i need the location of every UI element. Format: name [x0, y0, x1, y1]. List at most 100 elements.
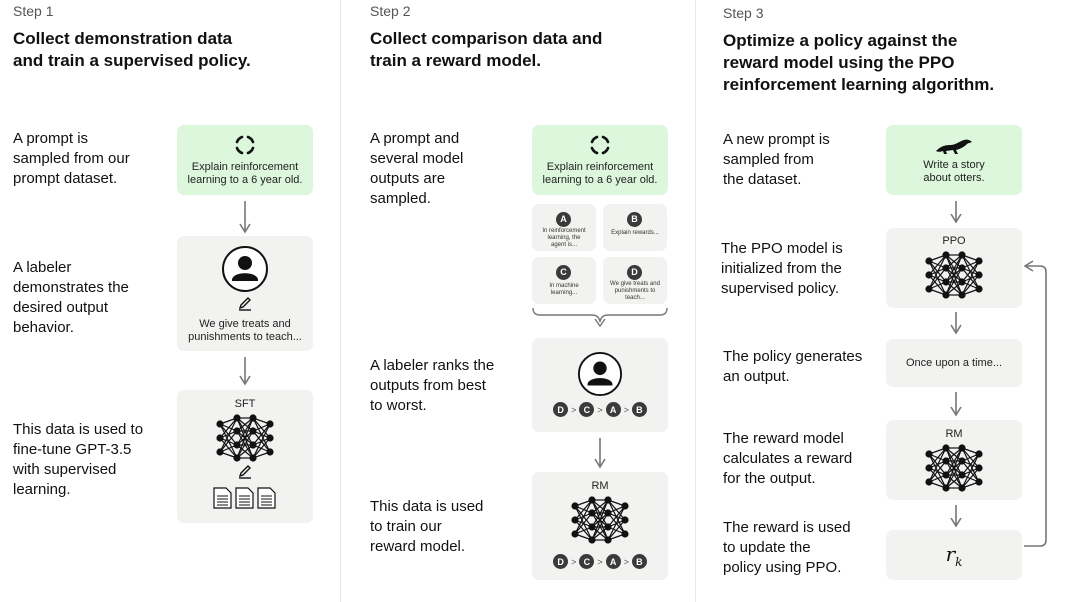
description: A prompt is sampled from our prompt data… — [13, 129, 130, 189]
down-arrow-icon — [593, 438, 607, 470]
desc-line: to worst. — [370, 397, 427, 414]
desc-line: several model — [370, 150, 464, 167]
desc-line: learning. — [13, 481, 71, 498]
desc-line: calculates a reward — [723, 450, 853, 467]
desc-line: supervised policy. — [721, 280, 840, 297]
step-title: Optimize a policy against the reward mod… — [723, 30, 994, 96]
down-arrow-icon — [949, 201, 963, 225]
text-line: Explain reinforcement — [546, 161, 654, 173]
prompt-box: Write a story about otters. — [886, 125, 1022, 195]
title-line: and train a supervised policy. — [13, 51, 251, 70]
step-label: Step 2 — [370, 3, 411, 19]
text-line: punishments to teach... — [188, 331, 302, 343]
description: The reward is used to update the policy … — [723, 518, 851, 578]
documents-icon — [213, 487, 277, 509]
title-line: reinforcement learning algorithm. — [723, 75, 995, 94]
description: The policy generates an output. — [723, 347, 862, 387]
text-line: learning to a 6 year old. — [187, 174, 303, 186]
title-line: reward model using the PPO — [723, 53, 955, 72]
neural-network-icon — [570, 494, 630, 546]
desc-line: A labeler ranks the — [370, 357, 495, 374]
prompt-box: Explain reinforcement learning to a 6 ye… — [532, 125, 668, 195]
desc-line: for the output. — [723, 470, 816, 487]
ranking-row: D> C> A> B — [532, 554, 668, 569]
desc-line: desired output — [13, 299, 109, 316]
description: This data is used to train our reward mo… — [370, 497, 483, 557]
desc-line: policy using PPO. — [723, 559, 842, 576]
neural-network-icon — [924, 442, 984, 494]
user-icon — [221, 245, 269, 293]
desc-line: sampled. — [370, 190, 431, 207]
refresh-icon — [233, 133, 257, 157]
ppo-model-box: PPO — [886, 228, 1022, 308]
description: A prompt and several model outputs are s… — [370, 129, 463, 209]
reward-symbol: rk — [886, 542, 1022, 569]
neural-network-icon — [215, 412, 275, 464]
desc-line: The reward model — [723, 430, 844, 447]
text-line: Write a story — [923, 159, 985, 171]
model-label: SFT — [234, 398, 256, 410]
output-card-b: B Explain rewards... — [603, 204, 667, 251]
desc-line: This data is used — [370, 498, 484, 515]
desc-line: The PPO model is — [721, 240, 843, 257]
output-text: Explain rewards... — [611, 230, 659, 236]
desc-line: fine-tune GPT-3.5 — [13, 441, 132, 458]
desc-line: A prompt and — [370, 130, 460, 147]
description: A labeler demonstrates the desired outpu… — [13, 258, 129, 338]
rank-badge: D — [553, 554, 569, 569]
desc-line: outputs are — [370, 170, 446, 187]
model-label: RM — [591, 480, 609, 492]
desc-line: The reward is used — [723, 519, 851, 536]
ranking-box: D> C> A> B — [532, 338, 668, 432]
badge-d: D — [627, 262, 642, 280]
badge-b: B — [627, 209, 642, 227]
desc-line: A new prompt is — [723, 131, 830, 148]
pencil-icon — [238, 297, 252, 311]
text-line: Explain reinforcement — [191, 161, 299, 173]
feedback-loop-arrow-icon — [1022, 258, 1052, 550]
desc-line: to update the — [723, 539, 811, 556]
model-label: RM — [945, 428, 963, 440]
reward-subscript: k — [955, 555, 963, 569]
desc-line: the dataset. — [723, 171, 802, 188]
sft-model-box: SFT — [177, 390, 313, 523]
down-arrow-icon — [238, 201, 252, 235]
step-title: Collect demonstration data and train a s… — [13, 28, 251, 72]
title-line: Collect comparison data and — [370, 29, 603, 48]
rank-badge: D — [553, 402, 569, 417]
rank-badge: C — [579, 402, 595, 417]
rank-badge: A — [605, 554, 621, 569]
prompt-text: Explain reinforcement learning to a 6 ye… — [177, 161, 313, 187]
title-line: Collect demonstration data — [13, 29, 233, 48]
column-divider — [695, 0, 696, 602]
desc-line: initialized from the — [721, 260, 842, 277]
reward-letter: r — [945, 542, 956, 566]
reward-box: rk — [886, 530, 1022, 580]
desc-line: A prompt is — [13, 130, 89, 147]
down-arrow-icon — [949, 505, 963, 529]
desc-line: The policy generates — [723, 348, 863, 365]
ranking-row: D> C> A> B — [532, 402, 668, 417]
demonstration-box: We give treats and punishments to teach.… — [177, 236, 313, 351]
prompt-box: Explain reinforcement learning to a 6 ye… — [177, 125, 313, 195]
desc-line: reward model. — [370, 538, 466, 555]
output-box: Once upon a time... — [886, 339, 1022, 387]
otter-icon — [934, 135, 974, 155]
description: A labeler ranks the outputs from best to… — [370, 356, 494, 416]
title-line: train a reward model. — [370, 51, 541, 70]
desc-line: behavior. — [13, 319, 74, 336]
badge-c: C — [556, 262, 571, 280]
reward-model-box: RM D> C> A> B — [532, 472, 668, 580]
prompt-text: Write a story about otters. — [886, 159, 1022, 185]
rank-badge: B — [631, 554, 647, 569]
text-line: We give treats and — [199, 318, 291, 330]
pencil-icon — [238, 465, 252, 479]
description: The reward model calculates a reward for… — [723, 429, 852, 489]
refresh-icon — [588, 133, 612, 157]
desc-line: demonstrates the — [13, 279, 129, 296]
output-text: Once upon a time... — [906, 357, 1002, 369]
desc-line: This data is used to — [13, 421, 144, 438]
